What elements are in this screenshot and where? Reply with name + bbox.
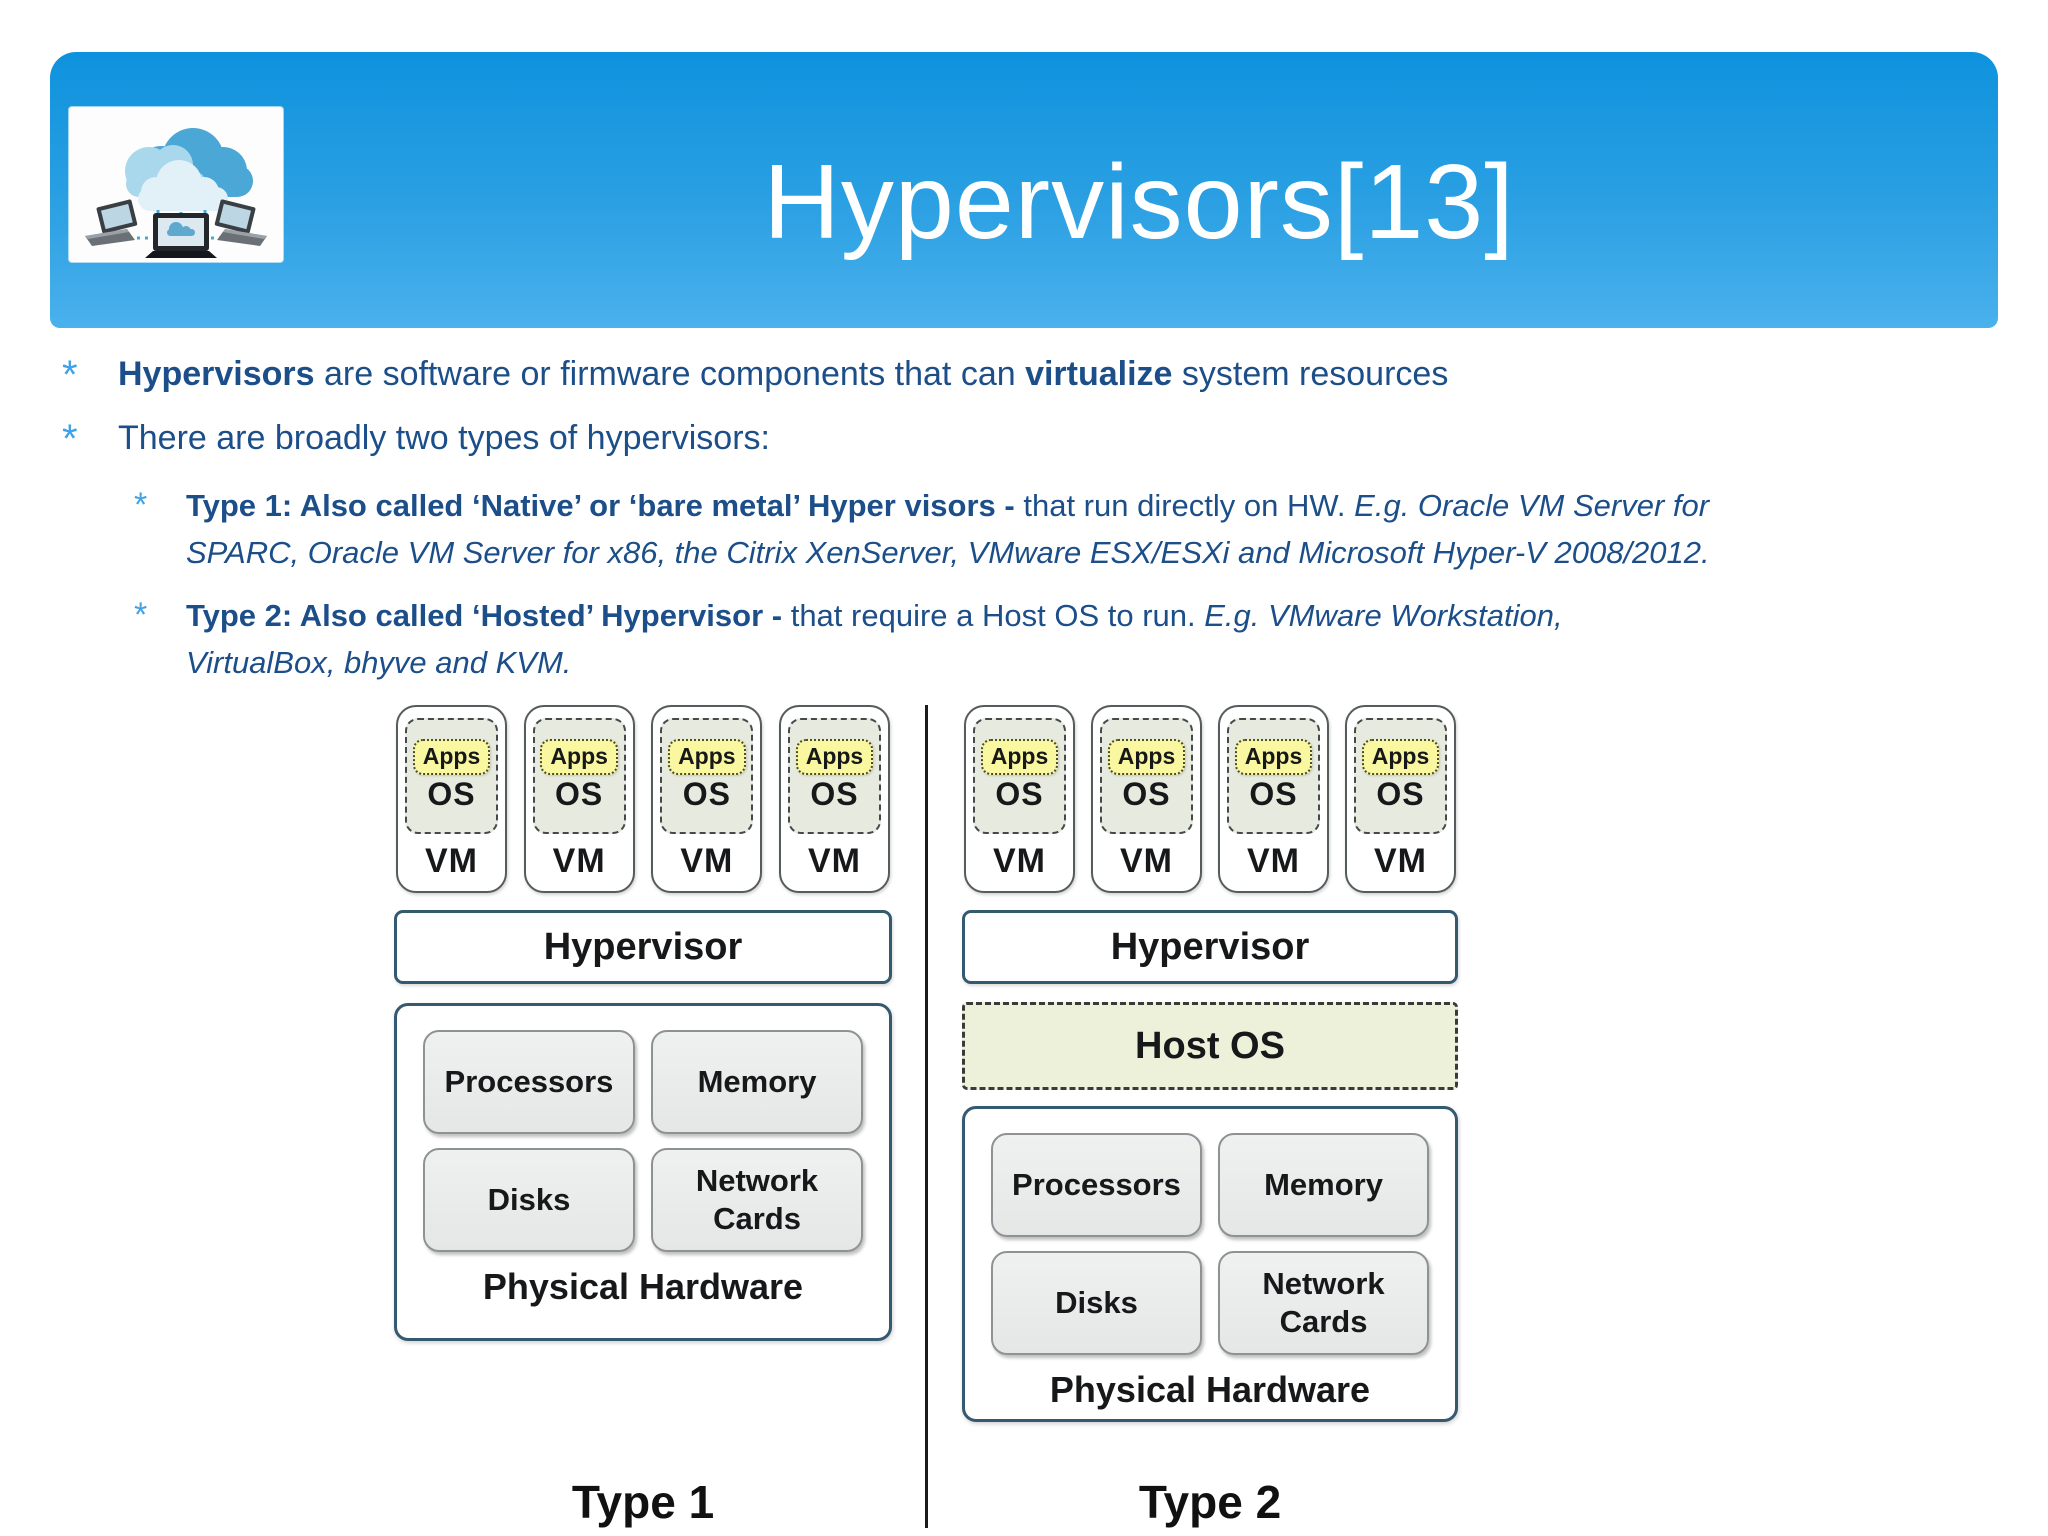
text-run: that run directly on HW. <box>1023 488 1355 523</box>
vm-box: Apps OS VM <box>523 705 635 893</box>
vm-label: VM <box>1247 842 1300 880</box>
apps-chip: Apps <box>1361 739 1440 775</box>
bold-virtualize: virtualize <box>1025 355 1173 393</box>
italic-examples: E.g. Oracle VM Server for <box>1354 488 1710 523</box>
cloud-network-logo <box>69 107 283 262</box>
asterisk-bullet-icon: * <box>134 486 148 524</box>
apps-chip: Apps <box>540 739 618 775</box>
text-run: that require a Host OS to run. <box>790 598 1205 633</box>
sub-bullet-text: Type 2: Also called ‘Hosted’ Hypervisor … <box>186 592 1563 686</box>
separator-dash: - <box>763 598 791 633</box>
vm-guest-stack: Apps OS <box>1100 718 1193 834</box>
vm-box: Apps OS VM <box>1345 705 1456 893</box>
physical-hardware-box: Processors Memory Disks Network Cards Ph… <box>962 1106 1458 1422</box>
hardware-grid: Processors Memory Disks Network Cards <box>991 1133 1429 1355</box>
asterisk-bullet-icon: * <box>62 417 78 461</box>
os-label: OS <box>995 776 1044 812</box>
sub-bullet-text: Type 1: Also called ‘Native’ or ‘bare me… <box>186 482 1710 576</box>
text-run: system resources <box>1172 355 1449 393</box>
vm-box: Apps OS VM <box>1218 705 1329 893</box>
vm-guest-stack: Apps OS <box>532 718 626 834</box>
physical-hardware-label: Physical Hardware <box>1049 1369 1371 1410</box>
os-label: OS <box>1122 776 1171 812</box>
vm-label: VM <box>807 842 861 880</box>
physical-hardware-box: Processors Memory Disks Network Cards Ph… <box>394 1003 892 1341</box>
hypervisor-box: Hypervisor <box>394 910 892 984</box>
slide-header: Hypervisors[13] <box>50 52 1998 328</box>
vm-guest-stack: Apps OS <box>1227 718 1320 834</box>
type2-label: Type 2 <box>1138 1476 1282 1528</box>
italic-examples: SPARC, Oracle VM Server for x86, the Cit… <box>186 535 1710 570</box>
bold-type2: Type 2: Also called ‘Hosted’ Hypervisor <box>186 598 764 633</box>
vm-guest-stack: Apps OS <box>660 718 754 834</box>
os-label: OS <box>1249 776 1298 812</box>
apps-chip: Apps <box>1234 739 1313 775</box>
bullet-text: Hypervisors are software or firmware com… <box>118 352 1448 398</box>
hypervisor-box: Hypervisor <box>962 910 1458 984</box>
bold-type1: Type 1: Also called ‘Native’ or ‘bare me… <box>186 488 996 523</box>
hw-cell-disks: Disks <box>991 1251 1202 1355</box>
hw-cell-network-cards: Network Cards <box>1218 1251 1429 1355</box>
hardware-grid: Processors Memory Disks Network Cards <box>423 1030 863 1252</box>
vm-label: VM <box>552 842 606 880</box>
separator-dash: - <box>995 488 1024 523</box>
type1-label: Type 1 <box>571 1476 715 1528</box>
vm-label: VM <box>425 842 478 880</box>
type2-architecture-diagram: Apps OS VM Apps OS VM Apps OS VM <box>962 705 1458 1536</box>
vm-box: Apps OS VM <box>651 705 763 893</box>
hw-cell-memory: Memory <box>1218 1133 1429 1237</box>
sub-bullet-type1: * Type 1: Also called ‘Native’ or ‘bare … <box>134 482 1924 576</box>
column-divider-line <box>925 705 928 1528</box>
hw-cell-processors: Processors <box>423 1030 635 1134</box>
vm-label: VM <box>1120 842 1173 880</box>
vm-box: Apps OS VM <box>1091 705 1202 893</box>
bullet-two-types: * There are broadly two types of hypervi… <box>62 416 1982 462</box>
hw-cell-network-cards: Network Cards <box>651 1148 863 1252</box>
vm-row: Apps OS VM Apps OS VM Apps OS VM <box>394 705 892 893</box>
vm-label: VM <box>993 842 1046 880</box>
sub-bullet-type2: * Type 2: Also called ‘Hosted’ Hyperviso… <box>134 592 1924 686</box>
vm-box: Apps OS VM <box>396 705 507 893</box>
os-label: OS <box>1376 776 1425 812</box>
apps-chip: Apps <box>795 739 874 775</box>
page-title: Hypervisors[13] <box>763 143 1515 261</box>
italic-examples: E.g. VMware Workstation, <box>1204 598 1563 633</box>
vm-label: VM <box>1374 842 1427 880</box>
bold-hypervisors: Hypervisors <box>118 355 315 393</box>
vm-box: Apps OS VM <box>778 705 890 893</box>
bullet-hypervisors-definition: * Hypervisors are software or firmware c… <box>62 352 1982 398</box>
bullet-text: There are broadly two types of hyperviso… <box>118 419 770 457</box>
host-os-box: Host OS <box>962 1002 1458 1090</box>
apps-chip: Apps <box>1107 739 1186 775</box>
physical-hardware-label: Physical Hardware <box>482 1266 804 1307</box>
type1-architecture-diagram: Apps OS VM Apps OS VM Apps OS VM <box>394 705 892 1536</box>
hw-cell-disks: Disks <box>423 1148 635 1252</box>
apps-chip: Apps <box>980 739 1059 775</box>
italic-examples: VirtualBox, bhyve and KVM. <box>186 645 572 680</box>
text-run: are software or firmware components that… <box>314 355 1026 393</box>
apps-chip: Apps <box>668 739 746 775</box>
os-label: OS <box>427 776 476 812</box>
os-label: OS <box>555 776 604 812</box>
vm-guest-stack: Apps OS <box>973 718 1066 834</box>
vm-label: VM <box>680 842 734 880</box>
asterisk-bullet-icon: * <box>134 596 148 634</box>
hw-cell-processors: Processors <box>991 1133 1202 1237</box>
cloud-network-icon <box>85 128 267 258</box>
vm-guest-stack: Apps OS <box>787 718 881 834</box>
vm-guest-stack: Apps OS <box>405 718 498 834</box>
vm-box: Apps OS VM <box>964 705 1075 893</box>
os-label: OS <box>682 776 731 812</box>
asterisk-bullet-icon: * <box>62 353 78 397</box>
vm-guest-stack: Apps OS <box>1354 718 1447 834</box>
vm-row: Apps OS VM Apps OS VM Apps OS VM <box>962 705 1458 893</box>
hw-cell-memory: Memory <box>651 1030 863 1134</box>
os-label: OS <box>810 776 859 812</box>
apps-chip: Apps <box>412 739 491 775</box>
